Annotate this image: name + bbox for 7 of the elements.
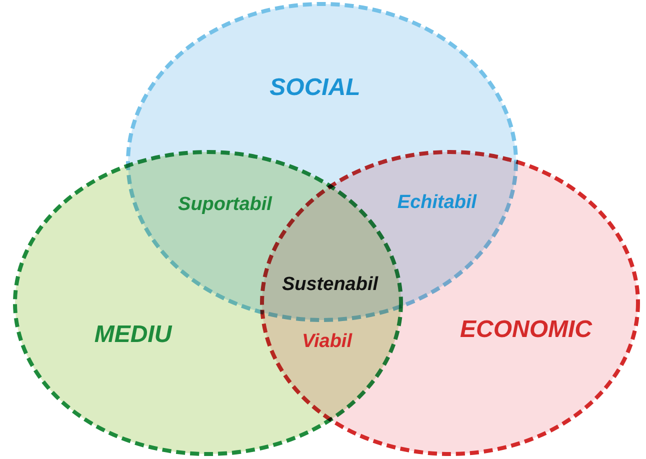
overlap-label: Viabil	[302, 331, 352, 353]
set-label: SOCIAL	[270, 74, 360, 102]
overlap-label: Sustenabil	[282, 274, 378, 296]
set-label: MEDIU	[94, 321, 172, 349]
set-label: ECONOMIC	[460, 316, 592, 344]
overlap-label: Echitabil	[397, 192, 477, 214]
overlap-label: Suportabil	[178, 194, 272, 216]
